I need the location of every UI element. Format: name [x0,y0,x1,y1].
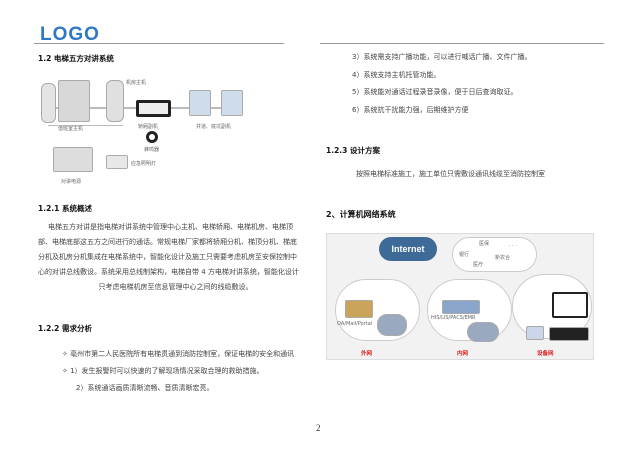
text-line: 部、电梯底部这五方之间进行的通话。常规电梯厂家都将轿厢分机、梯顶分机、梯底 [38,238,297,246]
network-title: 2、计算机网络系统 [326,210,396,219]
cloud-label: 银行 [459,252,470,258]
list-item: ✧ 亳州市第二人民医院所有电梯贯通到消防控制室，保证电梯的安全和通讯 [62,350,295,358]
list-item: 6）系统抗干扰能力强，后期维护方便 [352,105,469,114]
label-duty-room: 值班室主机 [58,126,84,132]
page-number: 2 [316,423,321,433]
label-machine-room: 机房主机 [126,80,147,86]
label-shaft: 井道、底坑副机 [196,124,232,130]
cloud-label: 新农合 [495,255,511,261]
internet-cloud: Internet [379,237,437,261]
design-title: 1.2.3 设计方案 [326,146,380,155]
cloud-label: · · · [509,243,517,249]
list-item: ✧ 1）发生报警时可以快速的了解现场情况采取合理的救助措施。 [62,367,264,375]
zone-internal: 内网 [457,351,469,357]
label-emergency-light: 应急照明灯 [131,161,157,167]
text-line: 电梯五方对讲是指电梯对讲系统中管理中心主机、电梯轿厢、电梯机房、电梯顶 [48,223,293,231]
overview-paragraph: 电梯五方对讲是指电梯对讲系统中管理中心主机、电梯轿厢、电梯机房、电梯顶 部、电梯… [38,220,313,295]
logo: LOGO [40,24,100,45]
text-line: 只考虑电梯机房至信息管理中心之间的线缆敷设。 [98,283,253,291]
list-item: 2）系统通话画质清晰流畅、音质清晰宏亮。 [76,384,214,392]
label-power: 对讲电源 [61,179,82,185]
header-rule [34,43,284,44]
cloud-label: 医疗 [473,262,484,268]
text-line: 心的对讲总线敷设。系统采用总线制架构，电梯自带 4 方电梯对讲系统，智能化设计 [38,268,299,276]
needs-list: ✧ 亳州市第二人民医院所有电梯贯通到消防控制室，保证电梯的安全和通讯 ✧ 1）发… [62,346,294,397]
design-text: 按照电梯标准施工，施工单位只需敷设通讯线缆至消防控制室 [356,170,545,178]
zone-device: 设备网 [537,351,554,357]
header-rule [320,43,604,44]
list-item: 4）系统支持主机托管功能。 [352,70,441,79]
his-label: HIS/LIS/PACS/EMR [431,315,476,321]
list-item: 5）系统能对通话过程录音录像，便于日后查询取证。 [352,88,518,96]
label-buzzer: 蜂鸣器 [144,147,160,153]
text-line: 分机及机房分机集成在电梯系统中，智能化设计及施工只需要考虑机房至安保控制中 [38,253,297,261]
zone-external: 外网 [361,351,373,357]
network-diagram: Internet 银行 医保 医疗 新农合 · · · OA/Mail/Port… [326,233,594,360]
label-car: 轿厢副机 [138,124,159,130]
elevator-intercom-diagram: 机房主机 值班室主机 轿厢副机 井道、底坑副机 蜂鸣器 应急照明灯 对讲电源 [38,75,263,187]
needs-list-continued: 3）系统需支持广播功能，可以进行喊话广播、文件广播。 4）系统支持主机托管功能。… [352,49,531,119]
overview-title: 1.2.1 系统概述 [38,204,92,213]
needs-title: 1.2.2 需求分析 [38,324,92,333]
list-item: 3）系统需支持广播功能，可以进行喊话广播、文件广播。 [352,53,532,61]
oa-label: OA/Mail/Portal [337,321,373,327]
cloud-label: 医保 [479,241,490,247]
section-title: 1.2 电梯五方对讲系统 [38,54,114,63]
